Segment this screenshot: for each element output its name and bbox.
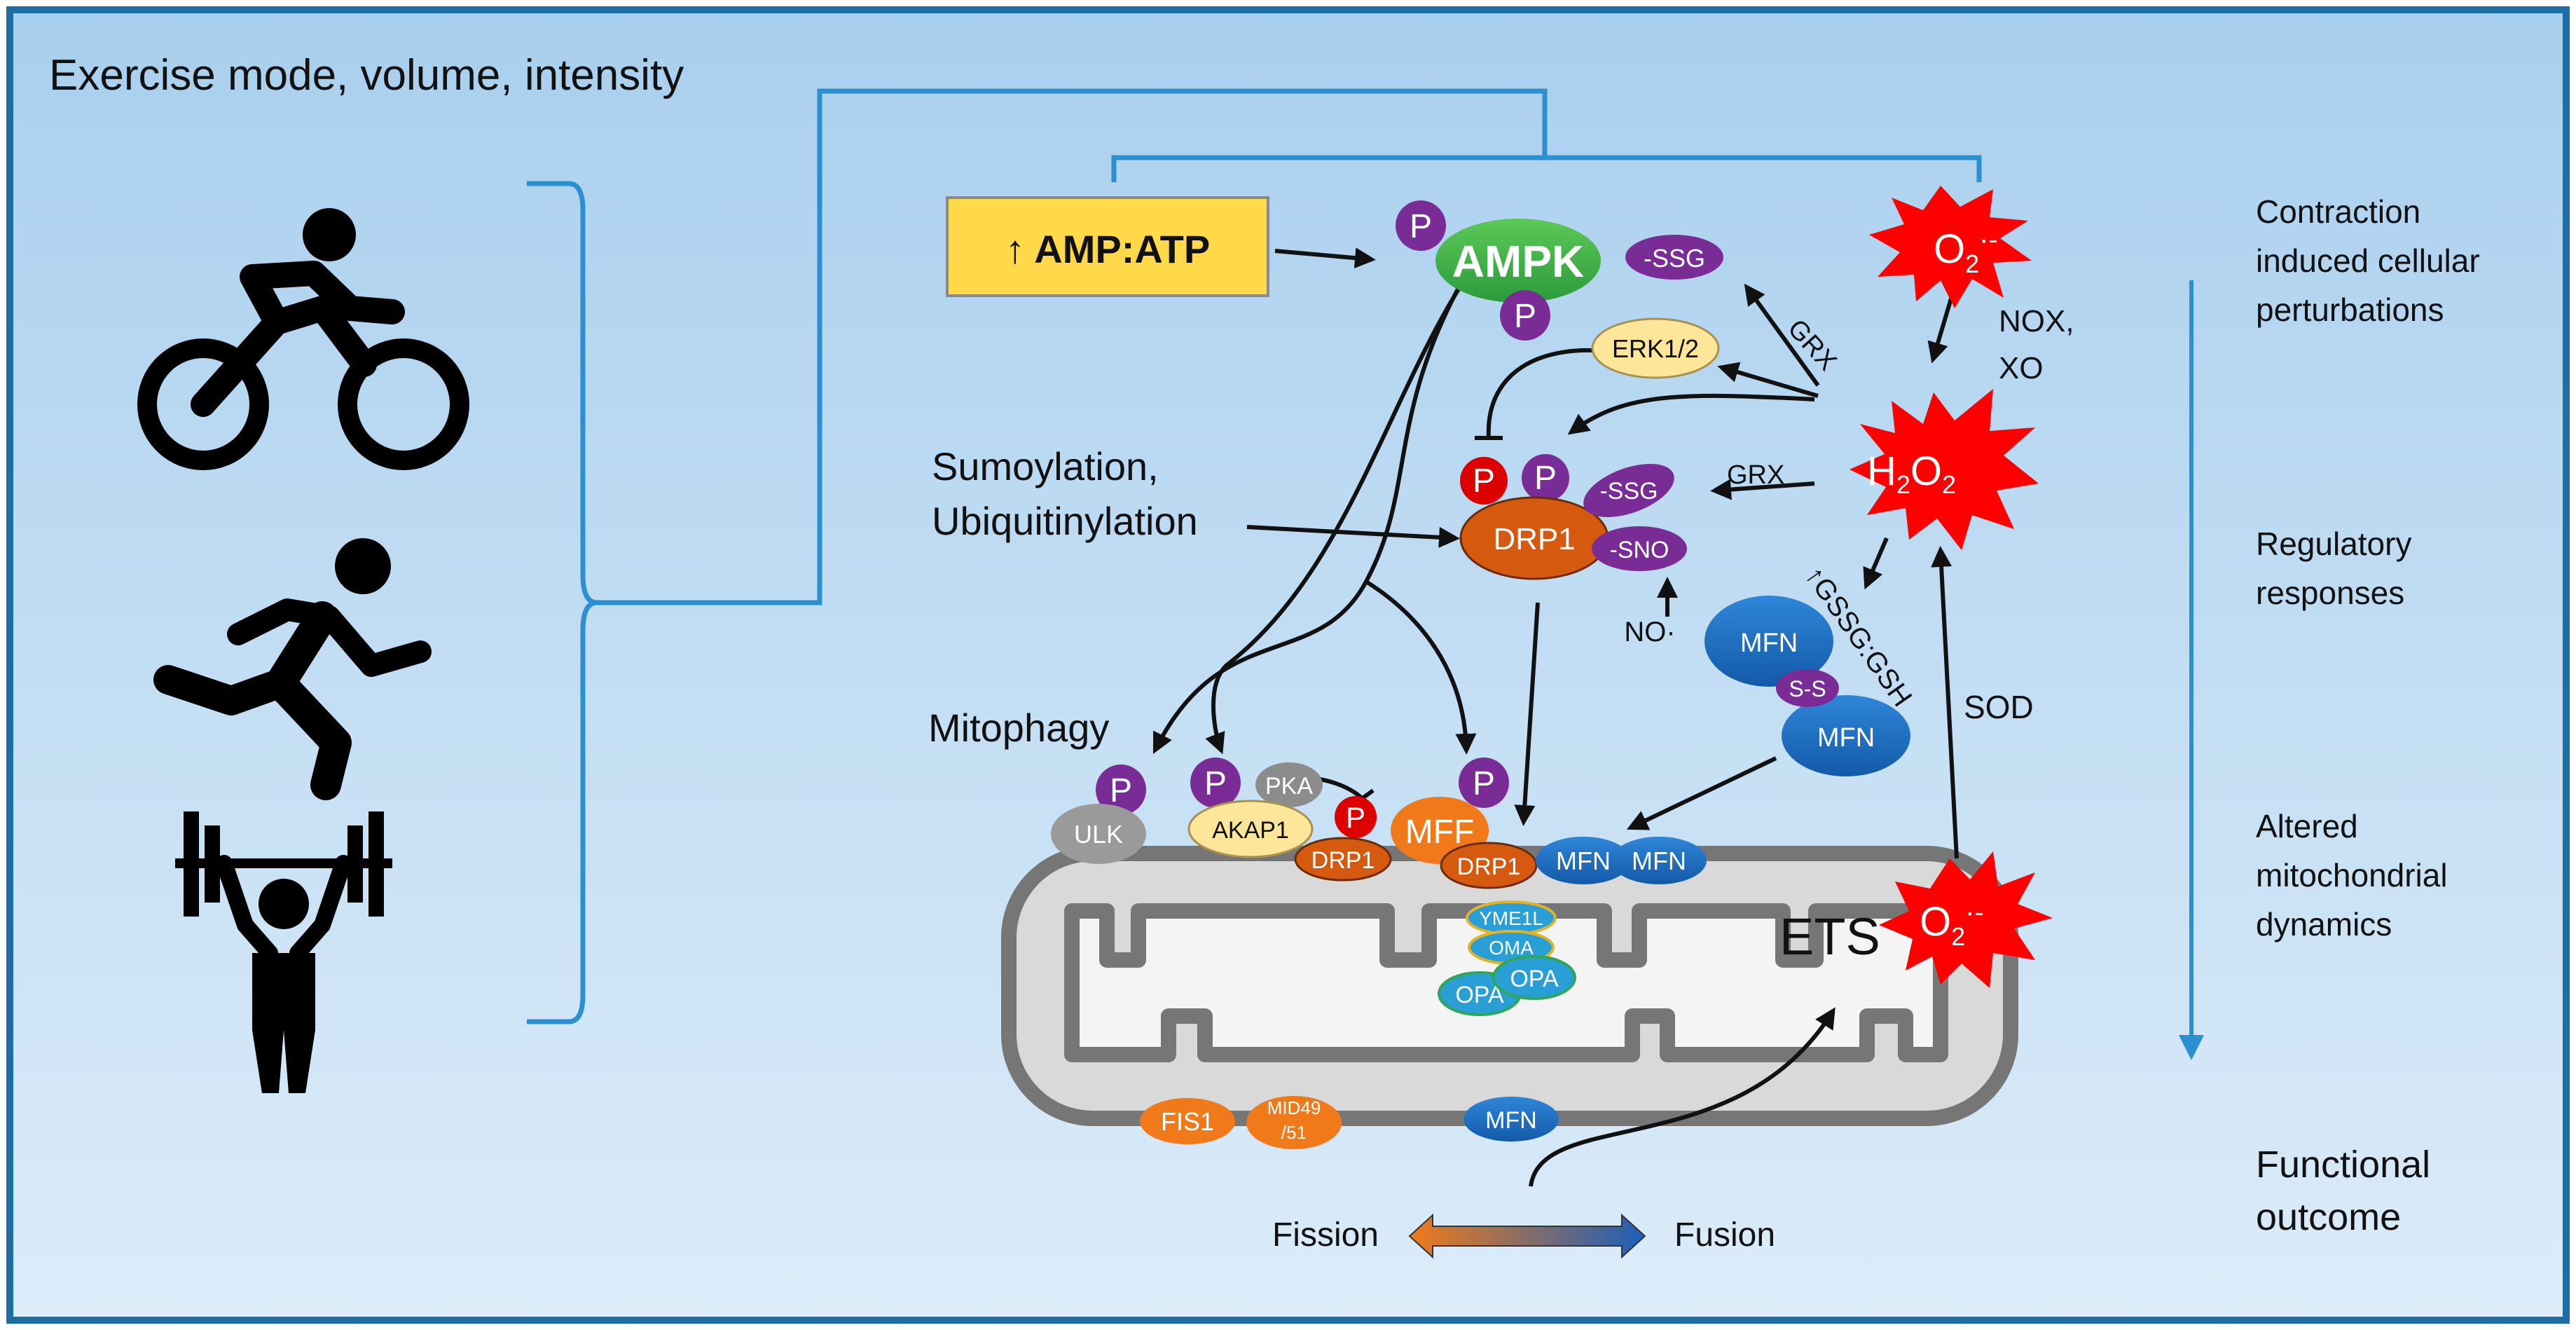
ss-bond-label: S-S [1789,676,1826,701]
sod-label: SOD [1964,689,2034,725]
drp1-p-inhib: P [1473,462,1495,500]
pka-node [1255,762,1323,807]
drp1-ssg-label: -SSG [1599,478,1658,505]
mff-label: MFF [1405,814,1475,851]
yme1l-label: YME1L [1479,907,1543,929]
mitophagy-label: Mitophagy [928,706,1109,750]
mfn-membrane-1-label: MFN [1556,846,1611,875]
stage-2-line-2: responses [2256,575,2404,611]
mfn-top [1704,596,1833,687]
opa-node-right [1492,955,1576,1000]
mid-label-1: MID49 [1267,1097,1321,1118]
mfn-top-label: MFN [1740,629,1798,658]
ulk-node [1051,804,1146,864]
ampk-node [1435,219,1601,303]
akap1-label: AKAP1 [1212,817,1289,844]
h2o2-burst [1850,389,2039,550]
mfn-bottom-membrane-label: MFN [1485,1107,1537,1134]
stage-1-line-2: induced cellular [2256,242,2480,279]
drp1-akap-p: P [1346,801,1365,834]
header-title: Exercise mode, volume, intensity [49,51,684,100]
drp1-mff [1440,842,1538,889]
fis1-node [1140,1098,1235,1144]
sumoylation-label-2: Ubiquitinylation [932,499,1198,543]
akap1-p: P [1204,765,1227,802]
drp1-p-act: P [1534,460,1557,497]
stage-4-line-1: Functional [2256,1144,2430,1186]
pathway-arrows [1152,247,1959,1187]
running-icon [153,538,432,800]
ampk-p-bottom: P [1514,298,1536,335]
mfn-membrane-2-label: MFN [1632,846,1686,875]
opa-right-label: OPA [1510,966,1559,992]
erk-label: ERK1/2 [1612,334,1699,363]
stage-1-line-1: Contraction [2256,193,2420,230]
mfn-membrane-1 [1536,837,1631,884]
h2o2-label: H2O2 [1867,448,1956,499]
mfn-bottom-membrane [1463,1097,1559,1142]
drp1-akap [1294,837,1392,882]
mff-p: P [1473,765,1495,802]
stage-2-line-1: Regulatory [2256,526,2411,562]
ets-label: ETS [1779,907,1880,966]
ampk-ssg-label: -SSG [1644,244,1705,273]
oma-label: OMA [1489,937,1534,959]
mid-label-2: /51 [1281,1122,1307,1143]
amp-atp-box [946,196,1269,297]
ampk-ssg [1625,235,1723,280]
phospho-markers: P P P P P P P P [1096,200,1569,838]
grx-label-drp1: GRX [1727,460,1784,490]
pka-label: PKA [1265,773,1313,800]
superoxide-bottom-label: O2·- [1920,897,1984,951]
nox-label: NOX, [1999,304,2074,338]
no-label: NO· [1624,617,1675,647]
amp-atp-label: ↑ AMP:ATP [1005,227,1210,271]
weightlifting-icon [175,811,392,1093]
superoxide-burst-bottom [1879,851,2053,988]
drp1-akap-label: DRP1 [1311,847,1375,874]
drp1-sno-label: -SNO [1610,537,1669,563]
stage-3-line-1: Altered [2256,808,2358,844]
drp1-mff-label: DRP1 [1457,853,1521,880]
cycling-icon [137,208,469,470]
stage-4-line-2: outcome [2256,1196,2401,1238]
ampk-label: AMPK [1452,236,1584,287]
stage-labels: Contraction induced cellular perturbatio… [2256,193,2480,1238]
erk-node [1591,317,1720,379]
ampk-p-top: P [1410,208,1432,245]
sumoylation-label-1: Sumoylation, [932,444,1159,488]
fission-label: Fission [1272,1216,1379,1254]
superoxide-top-label: O2·- [1934,224,1998,278]
drp1-main-label: DRP1 [1493,522,1575,556]
mfn-membrane-2 [1611,837,1707,884]
drp1-sno [1592,526,1687,571]
ss-bond [1776,669,1839,707]
xo-label: XO [1999,351,2044,385]
mfn-bottom [1782,695,1910,776]
drp1-ssg [1583,463,1674,518]
stage-3-line-2: mitochondrial [2256,857,2448,893]
akap1-node [1187,800,1314,858]
ulk-p: P [1110,772,1132,809]
fis1-label: FIS1 [1161,1107,1214,1136]
mfn-bottom-label: MFN [1817,723,1875,753]
bracket-lines [527,88,1982,1024]
superoxide-burst-top [1869,186,2032,308]
mid-node [1246,1096,1342,1149]
fission-fusion-arrow [1408,1213,1646,1259]
stage-1-line-3: perturbations [2256,292,2444,328]
stage-3-line-3: dynamics [2256,906,2392,942]
ulk-label: ULK [1074,820,1123,849]
fusion-label: Fusion [1674,1216,1775,1254]
